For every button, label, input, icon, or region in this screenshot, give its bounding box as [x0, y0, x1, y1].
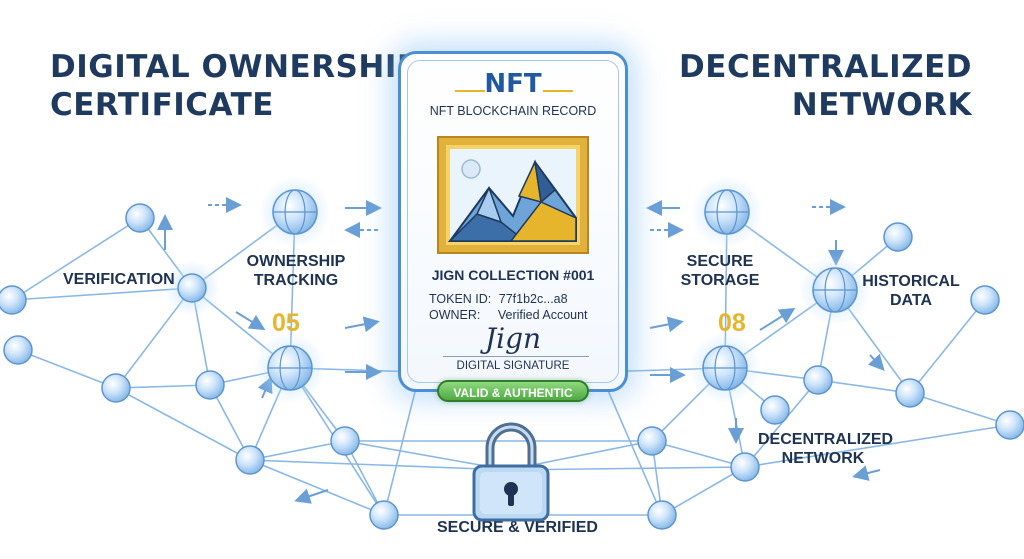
left-title-line-1: DIGITAL OWNERSHIP [50, 49, 421, 85]
arrow-icon [649, 316, 684, 333]
network-node [637, 426, 667, 456]
network-node [195, 370, 225, 400]
network-edge [17, 349, 117, 389]
network-edge [249, 459, 385, 516]
network-node [995, 410, 1024, 440]
network-node [895, 378, 925, 408]
flow-arrows [157, 197, 885, 504]
network-node [125, 203, 155, 233]
network-edge [599, 371, 663, 516]
network-node [0, 285, 27, 315]
left-title-line-2: CERTIFICATE [50, 87, 274, 123]
left-number: 05 [272, 309, 300, 337]
network-node [101, 373, 131, 403]
nft-certificate-card: NFT NFT BLOCKCHAIN RECORD JIGN COLLECTIO… [398, 51, 628, 392]
network-edge [909, 392, 1011, 426]
historical-data-line-2: DATA [889, 292, 933, 309]
padlock-icon [472, 422, 550, 522]
ownership-tracking-line-1: OWNERSHIP [246, 253, 346, 270]
network-node [3, 335, 33, 365]
network-node [177, 273, 207, 303]
network-edge [744, 424, 1011, 468]
arrow-icon [759, 307, 796, 331]
network-edge [115, 384, 211, 389]
collection-title: JIGN COLLECTION #001 [431, 267, 595, 283]
network-edge [11, 217, 141, 301]
network-edge [249, 440, 346, 461]
verification-label: VERIFICATION [63, 271, 175, 288]
network-edge [744, 379, 819, 468]
decentralized-network-line-2: NETWORK [781, 450, 865, 467]
network-edge [651, 440, 746, 468]
arrow-icon [235, 311, 266, 331]
nft-subheading: NFT BLOCKCHAIN RECORD [429, 104, 597, 118]
signature-line [443, 356, 589, 357]
historical-data-line-1: HISTORICAL [862, 273, 960, 290]
arrow-icon [867, 353, 885, 371]
secure-storage-line-1: SECURE [686, 253, 754, 270]
ownership-tracking-line-2: TRACKING [253, 272, 339, 289]
network-edge [909, 299, 986, 394]
network-node [235, 445, 265, 475]
status-badge: VALID & AUTHENTIC [437, 380, 589, 402]
network-node [970, 285, 1000, 315]
network-edge [249, 459, 509, 471]
secure-storage-label: SECURE STORAGE [670, 252, 770, 290]
signature-label: DIGITAL SIGNATURE [456, 360, 570, 372]
owner-row: OWNER: Verified Account [429, 308, 588, 322]
network-edge [383, 371, 421, 516]
secure-storage-line-2: STORAGE [680, 272, 760, 289]
mountain-artwork-icon [437, 136, 589, 254]
network-nodes [0, 176, 1024, 530]
arrow-icon [852, 465, 881, 481]
network-node [760, 395, 790, 425]
signature-script: Jign [484, 322, 542, 355]
network-edge [817, 379, 911, 394]
right-title-line-1: DECENTRALIZED [679, 49, 972, 85]
decentralized-network-label: DECENTRALIZED NETWORK [758, 430, 894, 468]
arrow-icon [294, 488, 329, 504]
decentralized-network-line-1: DECENTRALIZED [758, 431, 894, 448]
network-node [803, 365, 833, 395]
token-id-label: TOKEN ID: [429, 292, 492, 306]
ownership-tracking-label: OWNERSHIP TRACKING [236, 252, 356, 290]
heading-rule-right [543, 90, 573, 92]
network-node [369, 500, 399, 530]
historical-data-label: HISTORICAL DATA [856, 272, 966, 310]
token-id-row: TOKEN ID: 77f1b2c...a8 [429, 292, 568, 306]
network-edge [661, 466, 746, 516]
network-node [330, 426, 360, 456]
token-id-value: 77f1b2c...a8 [498, 292, 568, 306]
network-node [883, 222, 913, 252]
arrow-icon [344, 316, 380, 333]
owner-label: OWNER: [429, 308, 481, 322]
right-title-line-2: NETWORK [791, 87, 972, 123]
network-node [730, 452, 760, 482]
heading-rule-left [455, 90, 485, 92]
owner-value: Verified Account [497, 308, 588, 322]
network-edge [11, 287, 193, 301]
network-edge [115, 387, 251, 461]
right-number: 08 [718, 309, 746, 337]
network-node [647, 500, 677, 530]
secure-verified-label: SECURE & VERIFIED [437, 519, 598, 536]
nft-heading: NFT [484, 69, 542, 99]
